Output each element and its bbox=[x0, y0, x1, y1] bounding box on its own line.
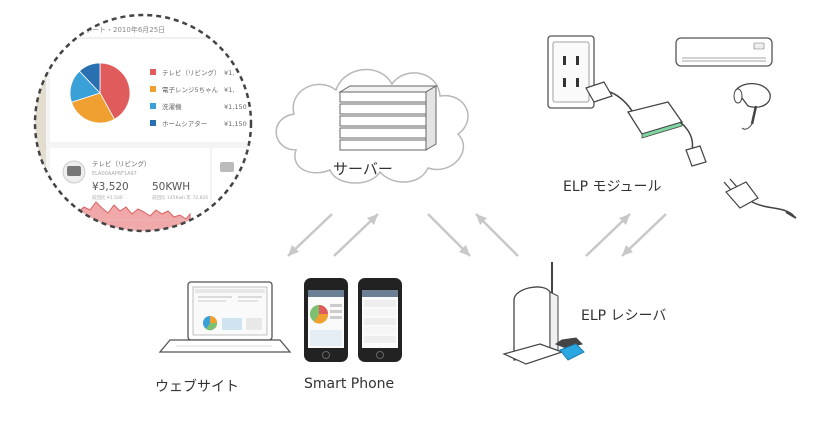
output-socket bbox=[685, 145, 707, 167]
device-id: ELA00AAP6F1A97 bbox=[92, 171, 137, 177]
legend-swatch bbox=[150, 69, 156, 75]
report-zoom-view: 電力レポート・2010年6月25日 テレビ（リビング）¥1,電子レンジ5ちゃん¥… bbox=[33, 13, 253, 233]
elp-receiver-label: ELP レシーバ bbox=[581, 308, 667, 324]
smartphone-left bbox=[304, 278, 348, 362]
server-unit bbox=[339, 91, 427, 103]
connection-arrows bbox=[287, 213, 667, 257]
server-stack bbox=[338, 85, 438, 151]
legend-swatch bbox=[150, 103, 156, 109]
legend-label: 洗濯機 bbox=[162, 102, 182, 111]
arrow-head bbox=[476, 214, 487, 225]
legend-label: 電子レンジ5ちゃん bbox=[162, 86, 219, 94]
pie-slice bbox=[99, 62, 131, 120]
receiver-usb-dongle bbox=[559, 343, 585, 361]
cost-value: ¥3,520 bbox=[92, 181, 129, 193]
legend-label: テレビ（リビング） bbox=[162, 68, 221, 77]
smartphones bbox=[304, 278, 402, 362]
server-unit bbox=[339, 103, 427, 115]
elp-module-device bbox=[626, 101, 684, 135]
server-label: サーバー bbox=[333, 160, 393, 178]
arrow-head bbox=[367, 214, 378, 225]
legend-label: ホームシアター bbox=[162, 119, 207, 128]
legend-swatch bbox=[150, 86, 156, 92]
energy-caption: 前回比 145Kwh 年 72,820 bbox=[152, 194, 208, 201]
energy-value: 50KWH bbox=[152, 181, 190, 193]
hair-dryer-icon bbox=[733, 83, 771, 130]
server-cloud bbox=[275, 68, 469, 184]
air-conditioner-icon bbox=[675, 37, 773, 67]
laptop-device bbox=[158, 281, 292, 353]
zoom-circle-border bbox=[33, 13, 253, 233]
device-name: テレビ（リビング） bbox=[92, 159, 151, 168]
arrow-head bbox=[619, 214, 630, 225]
legend-swatch bbox=[150, 120, 156, 126]
plug bbox=[585, 81, 613, 103]
server-unit bbox=[339, 115, 427, 127]
legend-value: ¥1,150 bbox=[224, 120, 247, 128]
server-unit bbox=[339, 139, 427, 151]
elp-receiver-device bbox=[502, 262, 585, 365]
legend-value: ¥1, bbox=[224, 69, 234, 77]
cost-caption: 前回比 ¥1,500 bbox=[92, 194, 123, 201]
pie-slice bbox=[78, 62, 101, 95]
arrow-head bbox=[459, 245, 470, 256]
legend-value: ¥1,150 bbox=[224, 103, 247, 111]
report-pie-chart bbox=[69, 62, 131, 124]
website-label: ウェブサイト bbox=[155, 379, 239, 395]
device-icon bbox=[67, 166, 81, 176]
elp-module-label: ELP モジュール bbox=[563, 179, 662, 195]
arrow-head bbox=[622, 245, 633, 256]
plug-cord-icon bbox=[723, 178, 797, 219]
smart-phone-label: Smart Phone bbox=[304, 376, 395, 392]
pie-slice bbox=[70, 92, 115, 124]
server-unit bbox=[339, 127, 427, 139]
report-header: 電力レポート・2010年6月25日 bbox=[64, 25, 165, 34]
arrow-head bbox=[288, 245, 299, 256]
report-legend: テレビ（リビング）¥1,電子レンジ5ちゃん¥1,洗濯機¥1,150ホームシアター… bbox=[150, 68, 247, 128]
smartphone-right bbox=[358, 278, 402, 362]
elp-module-group bbox=[547, 35, 797, 219]
legend-value: ¥1, bbox=[224, 86, 234, 94]
